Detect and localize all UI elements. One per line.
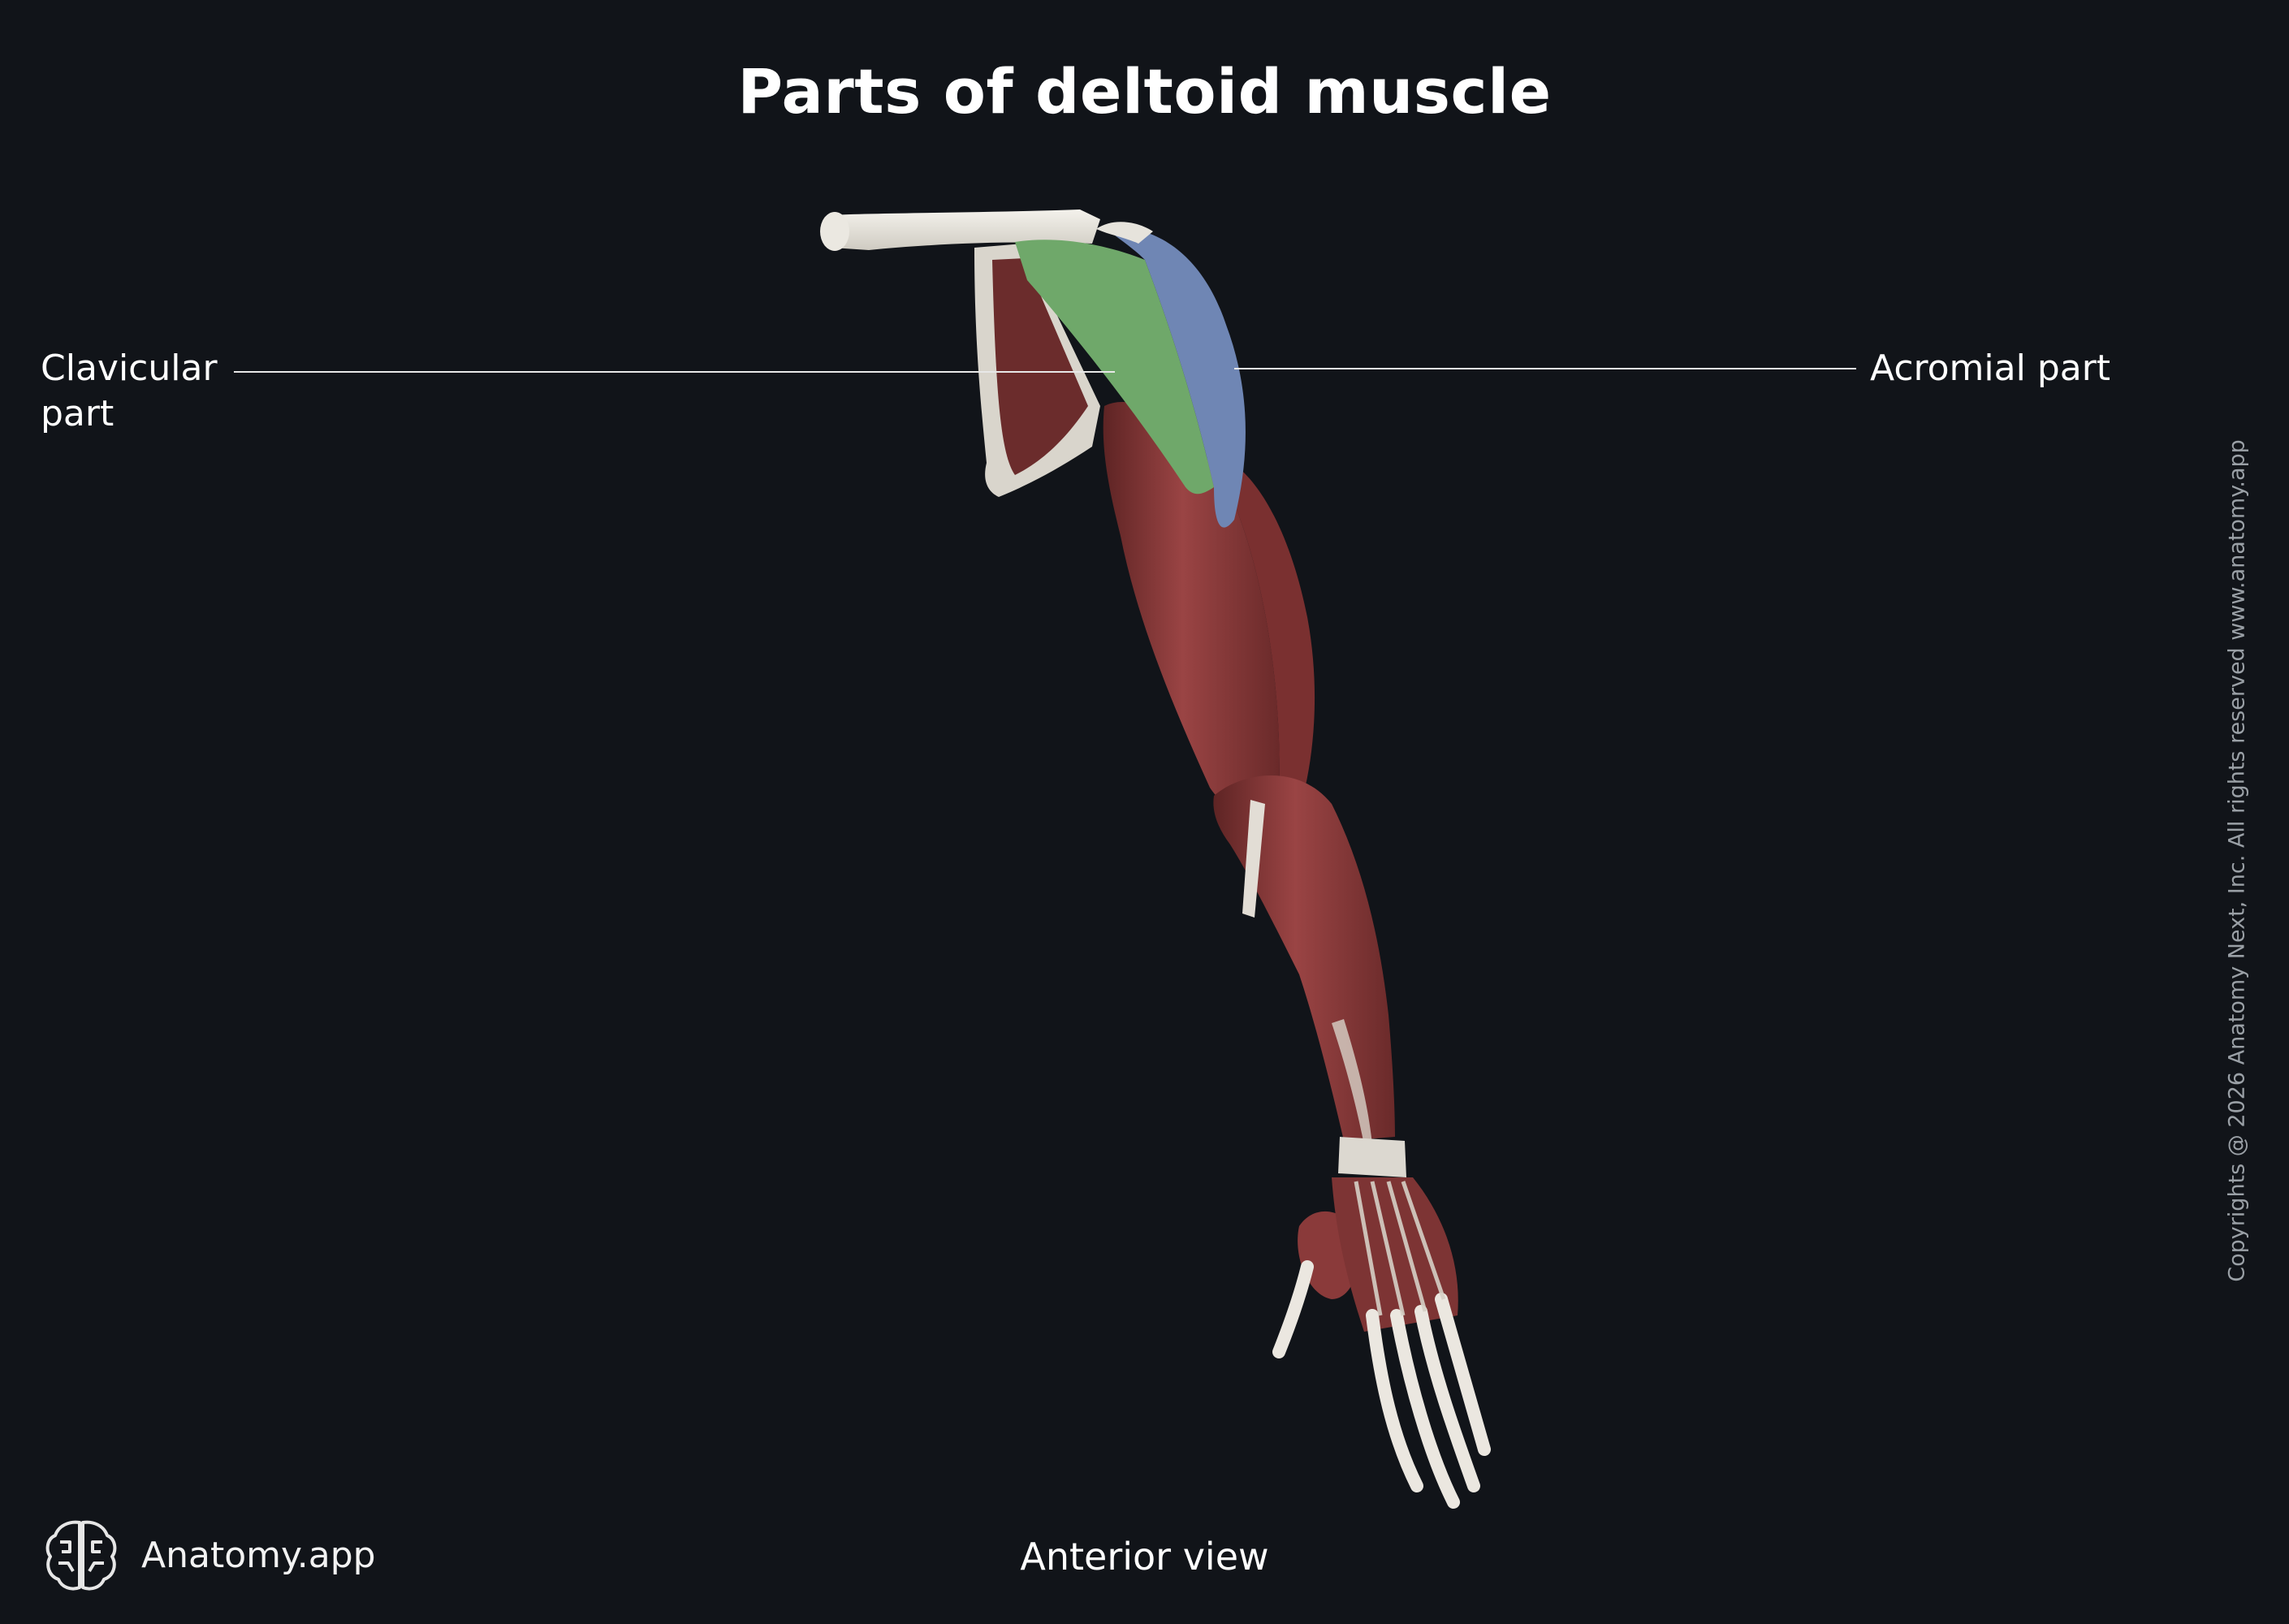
copyright-notice: Copyrights @ 2026 Anatomy Next, Inc. All…: [2224, 439, 2250, 1282]
hand-tendons: [1354, 1181, 1446, 1316]
acromial-part-leader-line: [1234, 368, 1856, 369]
clavicular-part-leader-line: [234, 371, 1115, 373]
clavicular-part-label: Clavicular part: [41, 346, 218, 437]
deltoid-clavicular-part: [1015, 240, 1214, 495]
flexor-retinaculum: [1338, 1137, 1406, 1177]
deltoid-acromial-part: [1104, 227, 1246, 528]
triceps-muscle: [1218, 455, 1315, 804]
acromion-bone: [1096, 222, 1153, 244]
clavicle-bone: [822, 209, 1100, 250]
forearm-tendons: [1332, 1019, 1372, 1145]
biceps-muscle: [1103, 402, 1280, 813]
page-title: Parts of deltoid muscle: [737, 55, 1552, 127]
clavicular-label-line-2: part: [41, 393, 114, 434]
subscapularis-muscle: [992, 258, 1088, 475]
brand-logo: Anatomy.app: [41, 1514, 376, 1596]
forearm-muscles: [1213, 775, 1395, 1141]
brand-name: Anatomy.app: [141, 1534, 376, 1576]
view-caption: Anterior view: [1020, 1535, 1269, 1579]
clavicular-label-line-1: Clavicular: [41, 348, 218, 389]
bicipital-aponeurosis: [1242, 800, 1265, 918]
brain-logo-icon: [45, 1520, 117, 1591]
acromial-part-label: Acromial part: [1870, 348, 2111, 389]
finger-bones: [1272, 1260, 1491, 1509]
clavicle-end: [820, 212, 849, 251]
